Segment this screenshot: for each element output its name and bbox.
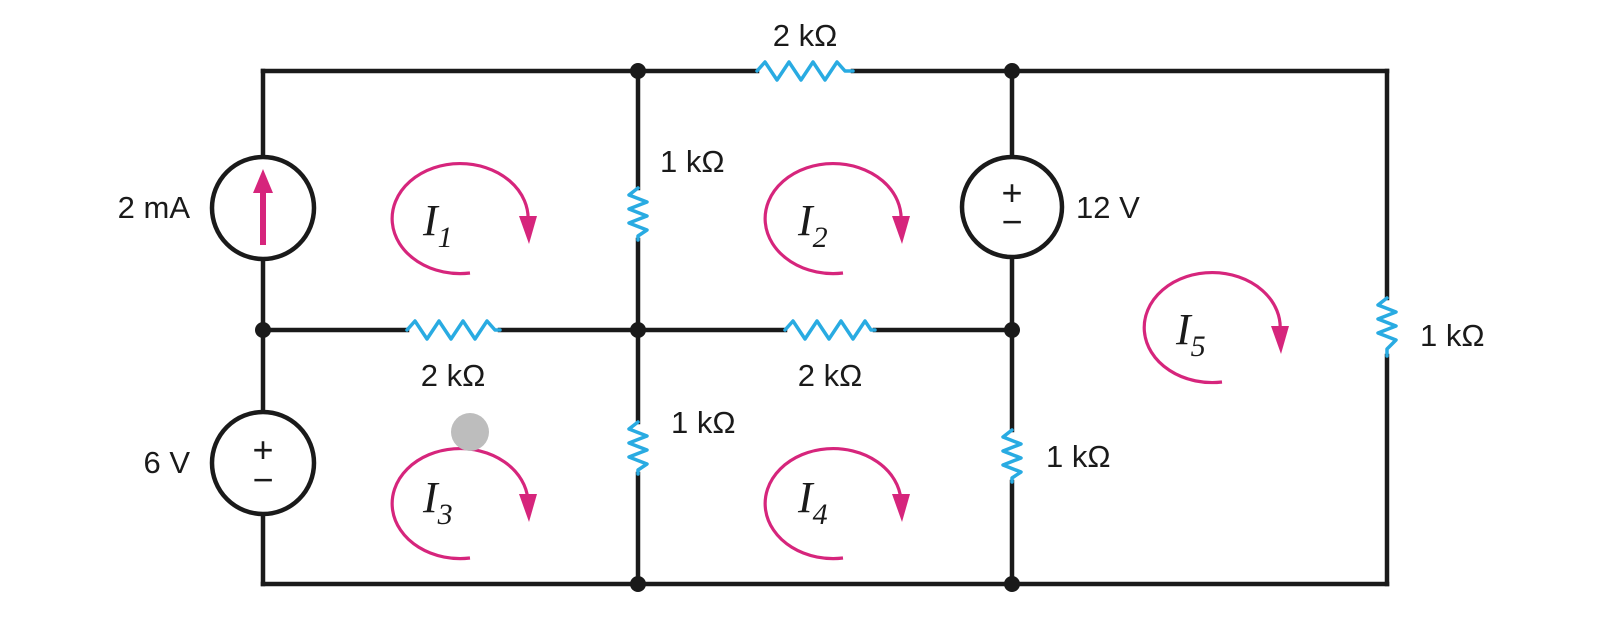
label-r-vert-lower-right: 1 kΩ [1046,439,1111,474]
label-r-mid-left: 2 kΩ [421,358,486,393]
node [630,322,646,338]
junction-nodes [255,63,1020,592]
label-voltage-12v: 12 V [1076,190,1140,225]
node [255,322,271,338]
label-r-vert-lower-left: 1 kΩ [671,405,736,440]
arrowhead-icon [519,216,537,244]
mesh-loop-i1: I1 [390,162,537,276]
mesh-loop-i5: I5 [1142,271,1289,385]
resistor-mid-right [783,319,877,341]
label-current-source: 2 mA [118,190,191,225]
mesh-loop-i2: I2 [763,162,910,276]
mesh-current-label: I1 [422,196,453,254]
node [1004,63,1020,79]
node [630,63,646,79]
mesh-current-label: I5 [1175,305,1206,363]
up-arrow-icon [253,169,273,193]
arrowhead-icon [892,216,910,244]
resistor-vert-upper [627,186,649,242]
resistor-vert-lower-left [627,420,649,476]
plus-sign: + [252,429,273,470]
mesh-loop-i3: I3 [390,446,537,561]
arrowhead-icon [519,494,537,522]
mesh-current-label: I2 [797,196,828,254]
resistor-right [1376,296,1398,358]
node [1004,576,1020,592]
current-source [209,154,317,262]
resistor-vert-lower-right [1001,428,1023,484]
minus-sign: − [1001,201,1022,242]
label-r-vert-upper: 1 kΩ [660,144,725,179]
component-labels: 2 kΩ 1 kΩ 2 kΩ 2 kΩ 1 kΩ 1 kΩ 1 kΩ 2 mA … [118,18,1485,480]
mesh-loop-i4: I4 [763,446,910,561]
arrowhead-icon [1271,326,1289,354]
node [630,576,646,592]
mesh-current-label: I4 [797,473,828,531]
clockwise-arrow-icon [390,162,530,276]
clockwise-arrow-icon [763,162,903,276]
clockwise-arrow-icon [390,446,530,561]
cursor-dot-icon [451,413,489,451]
resistor-top [755,60,855,82]
mesh-current-label: I3 [422,473,453,531]
voltage-source-6v: + − [209,409,317,517]
resistor-mid-left [405,319,502,341]
label-r-right: 1 kΩ [1420,318,1485,353]
voltage-source-12v: + − [959,154,1065,260]
minus-sign: − [252,459,273,500]
arrowhead-icon [892,494,910,522]
label-r-mid-right: 2 kΩ [798,358,863,393]
clockwise-arrow-icon [763,446,903,561]
plus-sign: + [1001,172,1022,213]
label-r-top: 2 kΩ [773,18,838,53]
node [1004,322,1020,338]
clockwise-arrow-icon [1142,271,1282,385]
label-voltage-6v: 6 V [143,445,190,480]
resistors [405,60,1398,484]
